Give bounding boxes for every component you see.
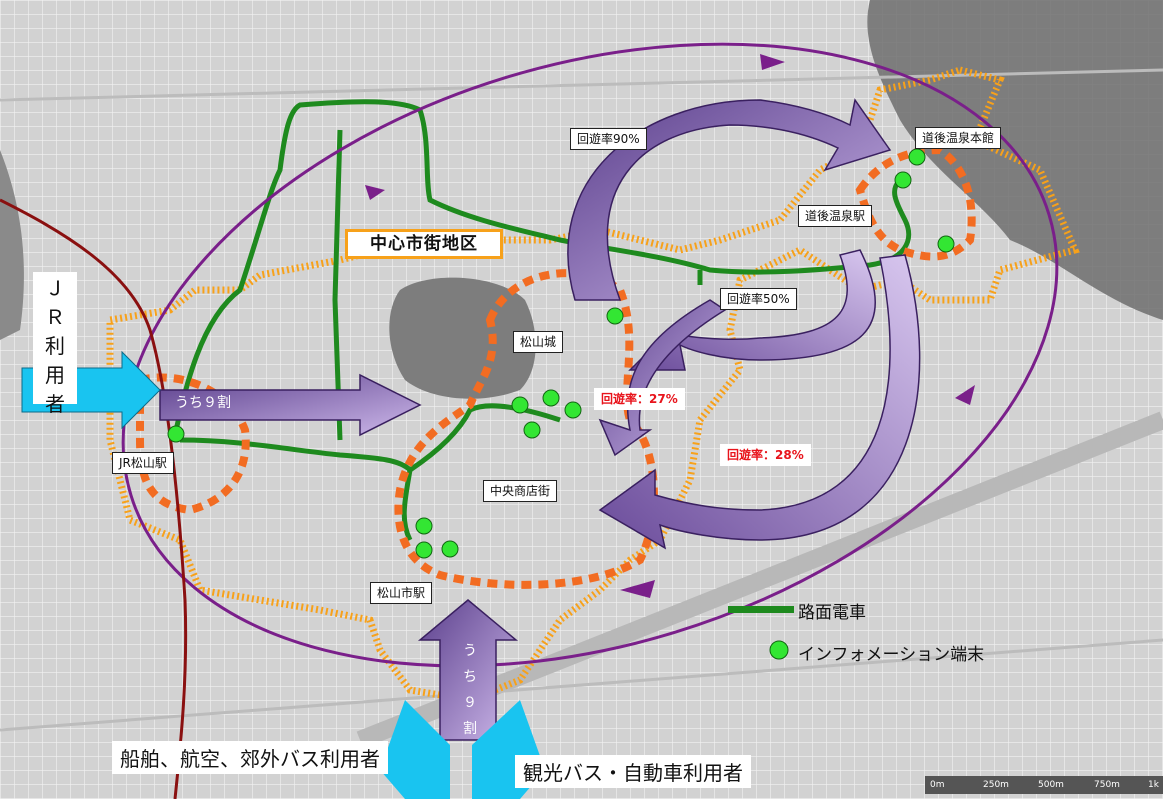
jr-users-label: Ｊ Ｒ 利 用 者 (33, 272, 77, 416)
arrow-rate-28 (598, 254, 921, 550)
arrow-rate-27 (598, 299, 727, 457)
rate-27-label: 回遊率：27% (594, 388, 685, 410)
cyan-arrow-sw (380, 700, 450, 799)
label-dogo-honkan: 道後温泉本館 (915, 127, 1002, 149)
label-dogo-station: 道後温泉駅 (798, 205, 873, 227)
legend-tram-swatch (728, 606, 794, 613)
scale-bar (925, 776, 1163, 794)
tour-bus-car-users-label: 観光バス・自動車利用者 (515, 755, 751, 788)
tourist-loop (121, 42, 1059, 668)
label-matsuyamashi-station: 松山市駅 (370, 582, 433, 604)
district-label: 中心市街地区 (345, 229, 503, 259)
scale-tick-750: 750m (1094, 780, 1120, 790)
legend-tram-label: 路面電車 (798, 603, 866, 623)
circuit-rings (136, 145, 976, 589)
scale-tick-1k: 1k (1148, 780, 1159, 790)
bottom-share-label: う ち ９ 割 (463, 643, 477, 737)
rate-90-label: 回遊率90% (570, 128, 647, 150)
arrow-rate-50 (628, 249, 877, 371)
loop-direction-arrows (365, 54, 975, 405)
hill-west (0, 150, 24, 340)
ship-air-bus-users-label: 船舶、航空、郊外バス利用者 (112, 741, 388, 774)
rate-28-label: 回遊率：28% (720, 444, 811, 466)
scale-tick-0: 0m (930, 780, 945, 790)
flow-arrows (567, 98, 921, 598)
rate-50-label: 回遊率50% (720, 288, 797, 310)
legend-terminal-label: インフォメーション端末 (798, 645, 985, 665)
label-matsuyama-castle: 松山城 (513, 331, 564, 353)
label-central-shopping: 中央商店街 (483, 480, 558, 502)
scale-tick-500: 500m (1038, 780, 1064, 790)
scale-tick-250: 250m (983, 780, 1009, 790)
label-jr-matsuyama-station: JR松山駅 (112, 452, 174, 474)
info-terminals (167, 148, 955, 559)
castle-hill (389, 277, 536, 399)
legend-terminal-swatch (769, 640, 789, 660)
jr-share-label: うち９割 (175, 395, 231, 411)
arrow-jr-share (159, 373, 422, 437)
